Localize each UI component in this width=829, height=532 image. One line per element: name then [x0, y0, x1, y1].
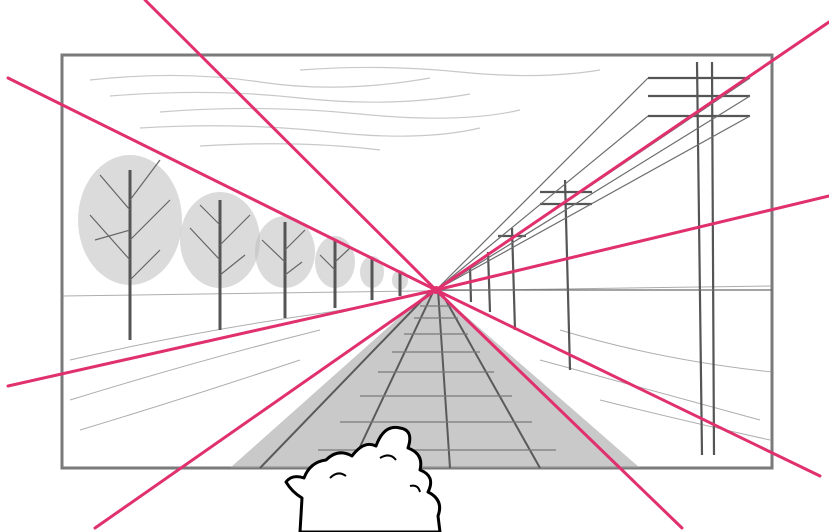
vanishing-point — [432, 286, 440, 294]
